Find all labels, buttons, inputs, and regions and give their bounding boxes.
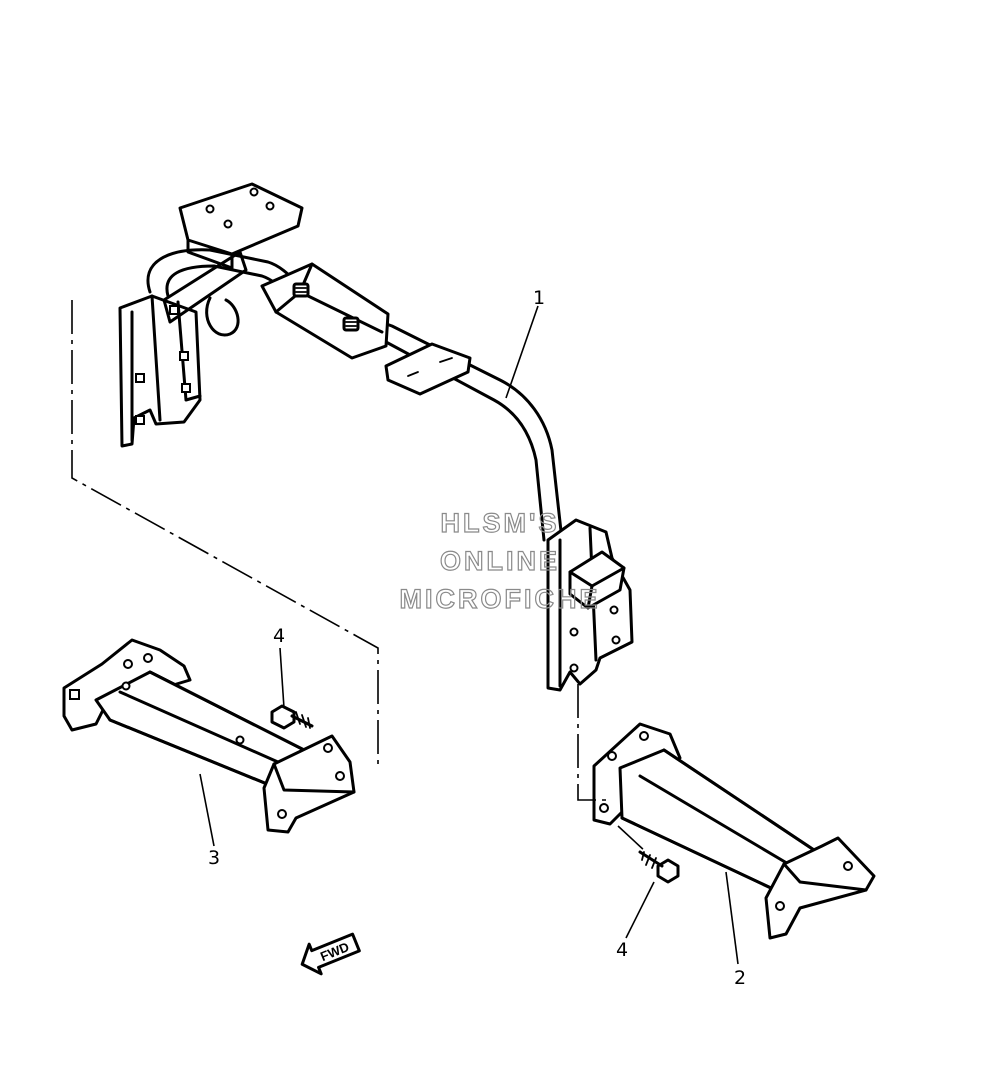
assembly-lines	[71, 300, 647, 853]
watermark-line-1: HLSM'S	[441, 508, 560, 538]
right-support-bracket	[592, 722, 876, 940]
watermark: HLSM'S ONLINE MICROFICHE	[399, 507, 601, 614]
watermark-line-2: ONLINE	[440, 546, 560, 576]
callout-part-2: 2	[734, 967, 746, 989]
watermark-line-3: MICROFICHE	[400, 584, 601, 614]
callout-part-4-left: 4	[273, 625, 285, 647]
callout-part-1: 1	[533, 287, 545, 309]
left-support-bracket	[62, 638, 356, 834]
clamp-bolt-lower	[342, 316, 360, 332]
callout-part-3: 3	[208, 847, 220, 869]
leader-lines	[199, 305, 739, 965]
fwd-arrow-icon: FWD	[300, 932, 361, 976]
clamp-bolt-upper	[292, 282, 310, 298]
handle-bar-assembly	[118, 182, 634, 692]
bolt-right	[638, 850, 680, 884]
bolt-left	[270, 704, 314, 730]
callout-part-4-right: 4	[616, 939, 628, 961]
